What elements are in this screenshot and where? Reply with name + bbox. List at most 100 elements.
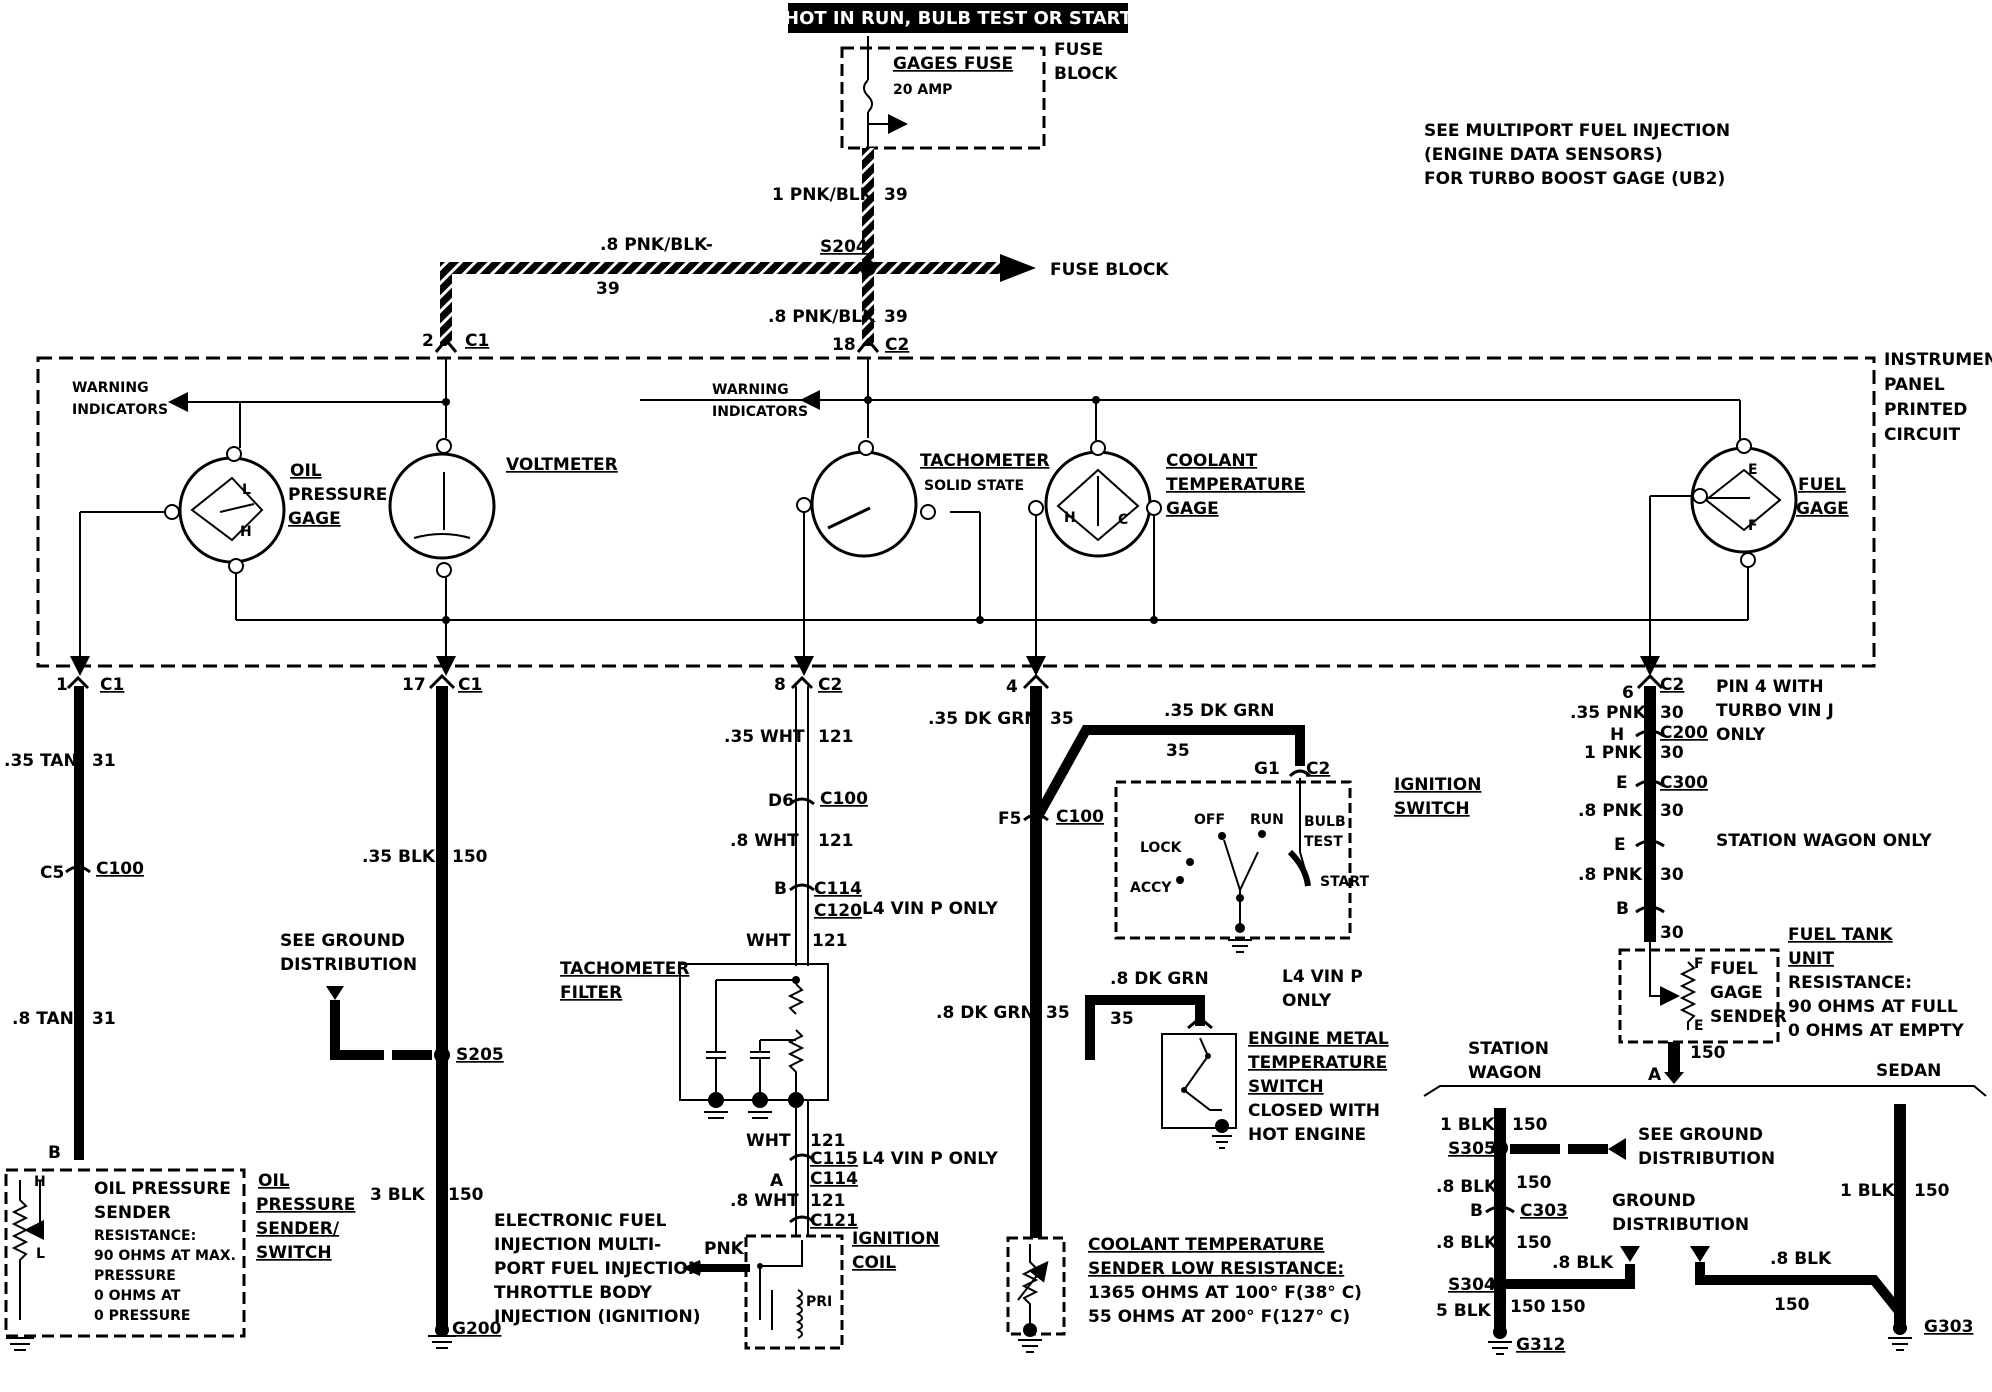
- splice-s305: [1492, 1140, 1508, 1156]
- fuel-wire1: .35 PNK: [1570, 703, 1647, 723]
- coolant-c100: C100: [1056, 807, 1104, 827]
- splice-s304-label: S304: [1448, 1275, 1496, 1295]
- oil-conn2-pin: C5: [40, 863, 64, 883]
- fuel-pB: B: [1616, 899, 1629, 919]
- turbo-note-3: FOR TURBO BOOST GAGE (UB2): [1424, 169, 1725, 189]
- fuel-circ3: 30: [1660, 801, 1684, 821]
- engine-switch-ground: [1212, 1135, 1232, 1149]
- tach-filter-internals: [706, 979, 805, 1096]
- volt-wire2: 3 BLK: [370, 1185, 426, 1205]
- tach-c115: C115: [810, 1149, 858, 1169]
- coolant-pin: 4: [1006, 677, 1018, 697]
- fuel-circ5: 30: [1660, 923, 1684, 943]
- fuel-ground-wire: [1668, 1042, 1680, 1072]
- oil-sender-h: H: [34, 1174, 46, 1190]
- tach-pA: A: [770, 1171, 784, 1191]
- tach-wire2: .8 WHT: [730, 831, 799, 851]
- svg-text:F: F: [1748, 518, 1758, 534]
- s305-dash1: [1510, 1144, 1560, 1154]
- sedan-w2: .8 BLK: [1770, 1249, 1832, 1269]
- splice-s205: [434, 1047, 450, 1063]
- wagon-c2: 150: [1516, 1173, 1552, 1193]
- fuel-conn: C2: [1660, 675, 1684, 695]
- fuel-gage-label-2: GAGE: [1796, 499, 1849, 519]
- station-wagon-label-1: STATION: [1468, 1039, 1549, 1059]
- oil-gage-label-3: GAGE: [288, 509, 341, 529]
- ignition-switch-outline: [1114, 780, 1352, 940]
- feed-wire-top-label: 1 PNK/BLK: [772, 185, 874, 205]
- coolant-pF5: F5: [998, 809, 1021, 829]
- voltmeter-label: VOLTMETER: [506, 455, 618, 475]
- fuel-pE2: E: [1614, 835, 1626, 855]
- s304-branch: [1506, 1264, 1635, 1289]
- wagon-w3: .8 BLK: [1436, 1233, 1498, 1253]
- engine-switch-wire: [1036, 996, 1086, 1236]
- oil-wire1: .35 TAN: [4, 751, 78, 771]
- coolant-wire2: .8 DK GRN: [936, 1003, 1035, 1023]
- sedan-w: 1 BLK: [1840, 1181, 1896, 1201]
- pnk-wire: [700, 1264, 750, 1272]
- fuel-circ6: 150: [1690, 1043, 1726, 1063]
- fuel-conn-c300: [1635, 779, 1665, 788]
- wagon-c4a: 150: [1510, 1297, 1546, 1317]
- svg-text:E: E: [1748, 462, 1758, 478]
- tach-wire1: .35 WHT: [724, 727, 805, 747]
- tach-conn-c114: [789, 883, 815, 892]
- fuel-sender-e: E: [1694, 1018, 1704, 1034]
- fuel-pin: 6: [1622, 683, 1634, 703]
- coolant-wire1: .35 DK GRN: [928, 709, 1039, 729]
- ignition-coil-node: [757, 1263, 763, 1269]
- tach-conn-c121: [789, 1215, 815, 1224]
- fuel-sender-title-3: SENDER: [1710, 1007, 1787, 1027]
- switch-pos-lock: LOCK: [1140, 840, 1183, 856]
- oil-sender-label-1: OIL: [258, 1171, 290, 1191]
- oil-sender-label-3: SENDER/: [256, 1219, 340, 1239]
- pnk-arrow: [682, 1260, 700, 1276]
- ignition-switch-start-contact: [1287, 849, 1311, 887]
- power-banner: [788, 3, 1128, 33]
- wagon-w1: 1 BLK: [1440, 1115, 1496, 1135]
- tach-filter-grounds: [704, 976, 804, 1119]
- tach-conn: C2: [818, 675, 842, 695]
- fuel-circ4: 30: [1660, 865, 1684, 885]
- fuel-sender-lead: [1649, 940, 1680, 1006]
- fuel-sender-title-2: GAGE: [1710, 983, 1763, 1003]
- oil-pressure-gage: L H: [164, 446, 286, 574]
- fuel-note-1: PIN 4 WITH: [1716, 677, 1824, 697]
- volt-see-ground-2: DISTRIBUTION: [280, 955, 417, 975]
- engine-switch-contacts: [1181, 1053, 1229, 1133]
- engine-switch-internals: [1182, 1037, 1222, 1111]
- engine-switch-feed: [1085, 995, 1205, 1060]
- fuel-conn-c2: [1636, 673, 1664, 690]
- oil-gage-label-2: PRESSURE: [288, 485, 387, 505]
- ignition-coil-pri: PRI: [806, 1294, 832, 1310]
- fuel-conn-e2: [1635, 839, 1665, 848]
- oil-sender-l: L: [36, 1246, 45, 1262]
- turbo-note-1: SEE MULTIPORT FUEL INJECTION: [1424, 121, 1730, 141]
- fuel-sender-f: F: [1694, 956, 1704, 972]
- tach-filter-box: [679, 963, 829, 1101]
- ignition-coil-label-1: IGNITION: [852, 1229, 939, 1249]
- fuse-element: [863, 79, 873, 113]
- oil-circ2: 31: [92, 1009, 116, 1029]
- wagon-conn-c303: [1485, 1205, 1515, 1214]
- oil-sender-title-1: OIL PRESSURE: [94, 1179, 231, 1199]
- coolant-conn-c100: [1023, 813, 1049, 822]
- switch-pos-bulb-1: BULB: [1304, 814, 1346, 830]
- s304-wire: .8 BLK: [1552, 1253, 1614, 1273]
- warning-indicators-mid-1: WARNING: [712, 382, 789, 398]
- oil-sender-ground: [6, 1337, 34, 1351]
- fuel-note-3: ONLY: [1716, 725, 1766, 745]
- svg-text:L: L: [242, 482, 251, 498]
- conn-c1-top: C1: [465, 331, 489, 351]
- warning-indicators-mid-2: INDICATORS: [712, 404, 808, 420]
- station-wagon-label-2: WAGON: [1468, 1063, 1542, 1083]
- tach-filter-label-2: FILTER: [560, 983, 622, 1003]
- oil-gage-label-1: OIL: [290, 461, 322, 481]
- feed-circuit-top: 39: [884, 185, 908, 205]
- oil-conn-c100: [65, 865, 91, 874]
- coolant-gage-label-2: TEMPERATURE: [1166, 475, 1305, 495]
- tach-c100: C100: [820, 789, 868, 809]
- conn-c1-pin2: 2: [422, 331, 434, 351]
- coolant-temperature-gage: H C: [1028, 440, 1162, 558]
